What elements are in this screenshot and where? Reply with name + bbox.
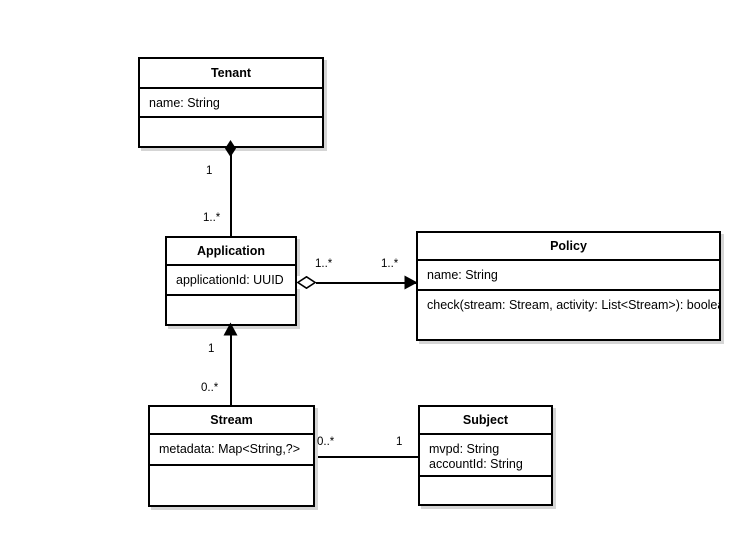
class-operations-policy: check(stream: Stream, activity: List<Str… bbox=[418, 291, 719, 339]
uml-class-tenant[interactable]: Tenant name: String bbox=[138, 57, 324, 148]
aggregation-diamond-icon bbox=[297, 276, 316, 289]
multiplicity-stream-application-target: 1 bbox=[208, 343, 215, 355]
multiplicity-stream-application-source: 0..* bbox=[201, 382, 219, 394]
class-attributes-subject: mvpd: String accountId: String bbox=[420, 435, 551, 477]
attribute-item: name: String bbox=[427, 268, 498, 282]
uml-class-stream[interactable]: Stream metadata: Map<String,?> bbox=[148, 405, 315, 507]
edge-stream-subject-line bbox=[315, 456, 418, 458]
arrow-head-policy-icon bbox=[404, 275, 418, 290]
multiplicity-application-policy-source: 1..* bbox=[315, 258, 333, 270]
arrow-head-application-icon bbox=[223, 322, 238, 336]
composition-diamond-icon bbox=[225, 140, 236, 157]
uml-class-application[interactable]: Application applicationId: UUID bbox=[165, 236, 297, 326]
uml-class-policy[interactable]: Policy name: String check(stream: Stream… bbox=[416, 231, 721, 341]
class-operations-subject bbox=[420, 477, 551, 504]
class-name-application: Application bbox=[167, 238, 295, 266]
edge-stream-application-line bbox=[230, 330, 232, 405]
attribute-item: name: String bbox=[149, 96, 220, 110]
operation-item: check(stream: Stream, activity: List<Str… bbox=[427, 298, 719, 312]
uml-class-subject[interactable]: Subject mvpd: String accountId: String bbox=[418, 405, 553, 506]
attribute-item: metadata: Map<String,?> bbox=[159, 442, 301, 456]
class-attributes-tenant: name: String bbox=[140, 89, 322, 118]
class-name-policy: Policy bbox=[418, 233, 719, 261]
class-name-tenant: Tenant bbox=[140, 59, 322, 89]
edge-application-policy-line bbox=[313, 282, 416, 284]
class-operations-stream bbox=[150, 466, 313, 505]
multiplicity-tenant-end: 1 bbox=[206, 165, 213, 177]
attribute-item: mvpd: String bbox=[429, 442, 500, 456]
edge-tenant-application-line bbox=[230, 148, 232, 238]
class-name-stream: Stream bbox=[150, 407, 313, 435]
class-attributes-policy: name: String bbox=[418, 261, 719, 291]
class-name-subject: Subject bbox=[420, 407, 551, 435]
multiplicity-application-end: 1..* bbox=[203, 212, 221, 224]
class-operations-application bbox=[167, 296, 295, 324]
multiplicity-stream-subject-source: 0..* bbox=[317, 436, 335, 448]
multiplicity-stream-subject-target: 1 bbox=[396, 436, 403, 448]
class-attributes-stream: metadata: Map<String,?> bbox=[150, 435, 313, 466]
class-attributes-application: applicationId: UUID bbox=[167, 266, 295, 296]
attribute-item: applicationId: UUID bbox=[176, 273, 284, 287]
attribute-item: accountId: String bbox=[429, 457, 523, 471]
multiplicity-application-policy-target: 1..* bbox=[381, 258, 399, 270]
